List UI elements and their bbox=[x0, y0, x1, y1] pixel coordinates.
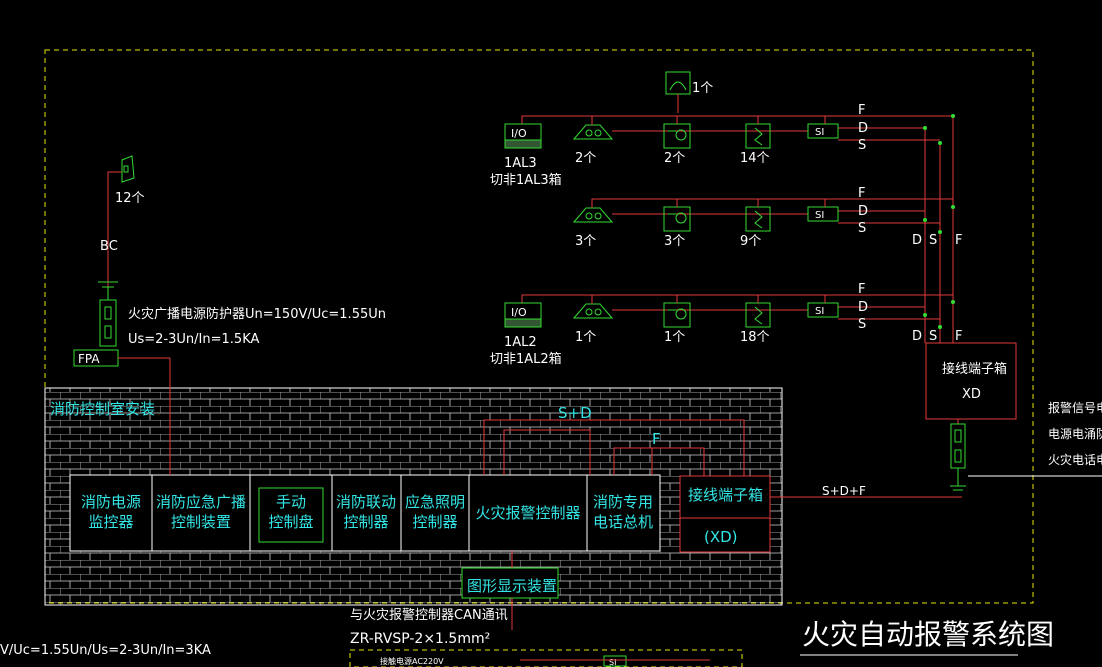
side-label-2-2: F bbox=[955, 329, 962, 344]
line-label-0-1: D bbox=[858, 121, 868, 136]
module-0: 消防电源监控器 bbox=[81, 493, 141, 531]
line-label-2-1: D bbox=[858, 300, 868, 315]
side-label-1-1: S bbox=[929, 233, 937, 248]
side-label-2-1: S bbox=[929, 329, 937, 344]
si-label-0: SI bbox=[815, 127, 824, 138]
io-label-2: I/O bbox=[511, 306, 527, 319]
junction-box-right bbox=[925, 342, 1017, 420]
line-label-2-0: F bbox=[858, 282, 865, 297]
junction-left-code: (XD) bbox=[704, 528, 738, 546]
count-1-0: 3个 bbox=[575, 234, 596, 249]
bottom-strip-label: 接触电源AC220V bbox=[380, 656, 444, 666]
bc-label: BC bbox=[100, 239, 118, 254]
module-5: 火灾报警控制器 bbox=[475, 504, 580, 522]
vertical-bus bbox=[924, 116, 954, 343]
line-label-1-2: S bbox=[858, 221, 866, 236]
top-device bbox=[665, 71, 691, 95]
cable-spec: ZR-RVSP-2×1.5mm² bbox=[350, 631, 490, 647]
panel-note-2: 切非1AL2箱 bbox=[490, 351, 562, 367]
line-label-1-1: D bbox=[858, 204, 868, 219]
fpa-label: FPA bbox=[78, 352, 100, 366]
line-label-0-2: S bbox=[858, 138, 866, 153]
control-room-label: 消防控制室安装 bbox=[50, 400, 155, 418]
module-2: 手动控制盘 bbox=[268, 493, 313, 531]
panel-2: 1AL2 bbox=[504, 335, 537, 350]
module-4: 应急照明控制器 bbox=[405, 493, 465, 531]
graphic-display-label: 图形显示装置 bbox=[467, 577, 557, 595]
panel-0: 1AL3 bbox=[504, 156, 537, 171]
spd-right bbox=[950, 423, 966, 491]
line-label-2-2: S bbox=[858, 317, 866, 332]
side-label-1-2: F bbox=[955, 233, 962, 248]
spd-device bbox=[98, 281, 118, 347]
side-label-2-0: D bbox=[912, 329, 922, 344]
control-room-wiring bbox=[169, 358, 962, 630]
side-label-1-0: D bbox=[912, 233, 922, 248]
count-2-2: 18个 bbox=[740, 330, 770, 345]
right-note-3: 火灾电话电涌 bbox=[1048, 452, 1102, 467]
module-6: 消防专用电话总机 bbox=[593, 493, 653, 531]
bottom-strip bbox=[349, 649, 743, 667]
si-label-2: SI bbox=[815, 306, 824, 317]
count-0-1: 2个 bbox=[664, 151, 685, 166]
count-0-0: 2个 bbox=[575, 151, 596, 166]
io-label-0: I/O bbox=[511, 127, 527, 140]
bottom-left-note: V/Uc=1.55Un/Us=2-3Un/In=3KA bbox=[0, 643, 211, 658]
junction-left-name: 接线端子箱 bbox=[688, 486, 763, 504]
can-note: 与火灾报警控制器CAN通讯 bbox=[350, 607, 508, 623]
speaker-left-count: 12个 bbox=[115, 191, 145, 206]
count-1-1: 3个 bbox=[664, 234, 685, 249]
count-2-1: 1个 bbox=[664, 330, 685, 345]
spd-note-1: 火灾广播电源防护器Un=150V/Uc=1.55Un bbox=[128, 306, 386, 322]
module-3: 消防联动控制器 bbox=[336, 493, 396, 531]
spd-note-2: Us=2-3Un/In=1.5KA bbox=[128, 332, 259, 347]
count-2-0: 1个 bbox=[575, 330, 596, 345]
count-0-2: 14个 bbox=[740, 151, 770, 166]
bottom-strip-si: SI bbox=[609, 658, 616, 667]
sdf-label: S+D+F bbox=[822, 484, 866, 498]
panel-note-0: 切非1AL3箱 bbox=[490, 172, 562, 188]
si-label-1: SI bbox=[815, 210, 824, 221]
count-1-2: 9个 bbox=[740, 234, 761, 249]
junction-right-code: XD bbox=[962, 387, 981, 402]
line-label-1-0: F bbox=[858, 186, 865, 201]
junction-box-left bbox=[679, 475, 771, 553]
graphic-display-box bbox=[461, 567, 559, 599]
speaker-left bbox=[107, 155, 135, 300]
module-row bbox=[69, 474, 661, 552]
line-label-0-0: F bbox=[858, 103, 865, 118]
top-device-count: 1个 bbox=[692, 81, 713, 96]
sd-label: S+D bbox=[558, 404, 592, 422]
junction-right-name: 接线端子箱 bbox=[942, 361, 1007, 377]
right-note-2: 电源电涌防护 bbox=[1048, 426, 1102, 441]
module-1: 消防应急广播控制装置 bbox=[156, 493, 246, 531]
diagram-title: 火灾自动报警系统图 bbox=[802, 618, 1054, 651]
f-label: F bbox=[652, 430, 661, 448]
